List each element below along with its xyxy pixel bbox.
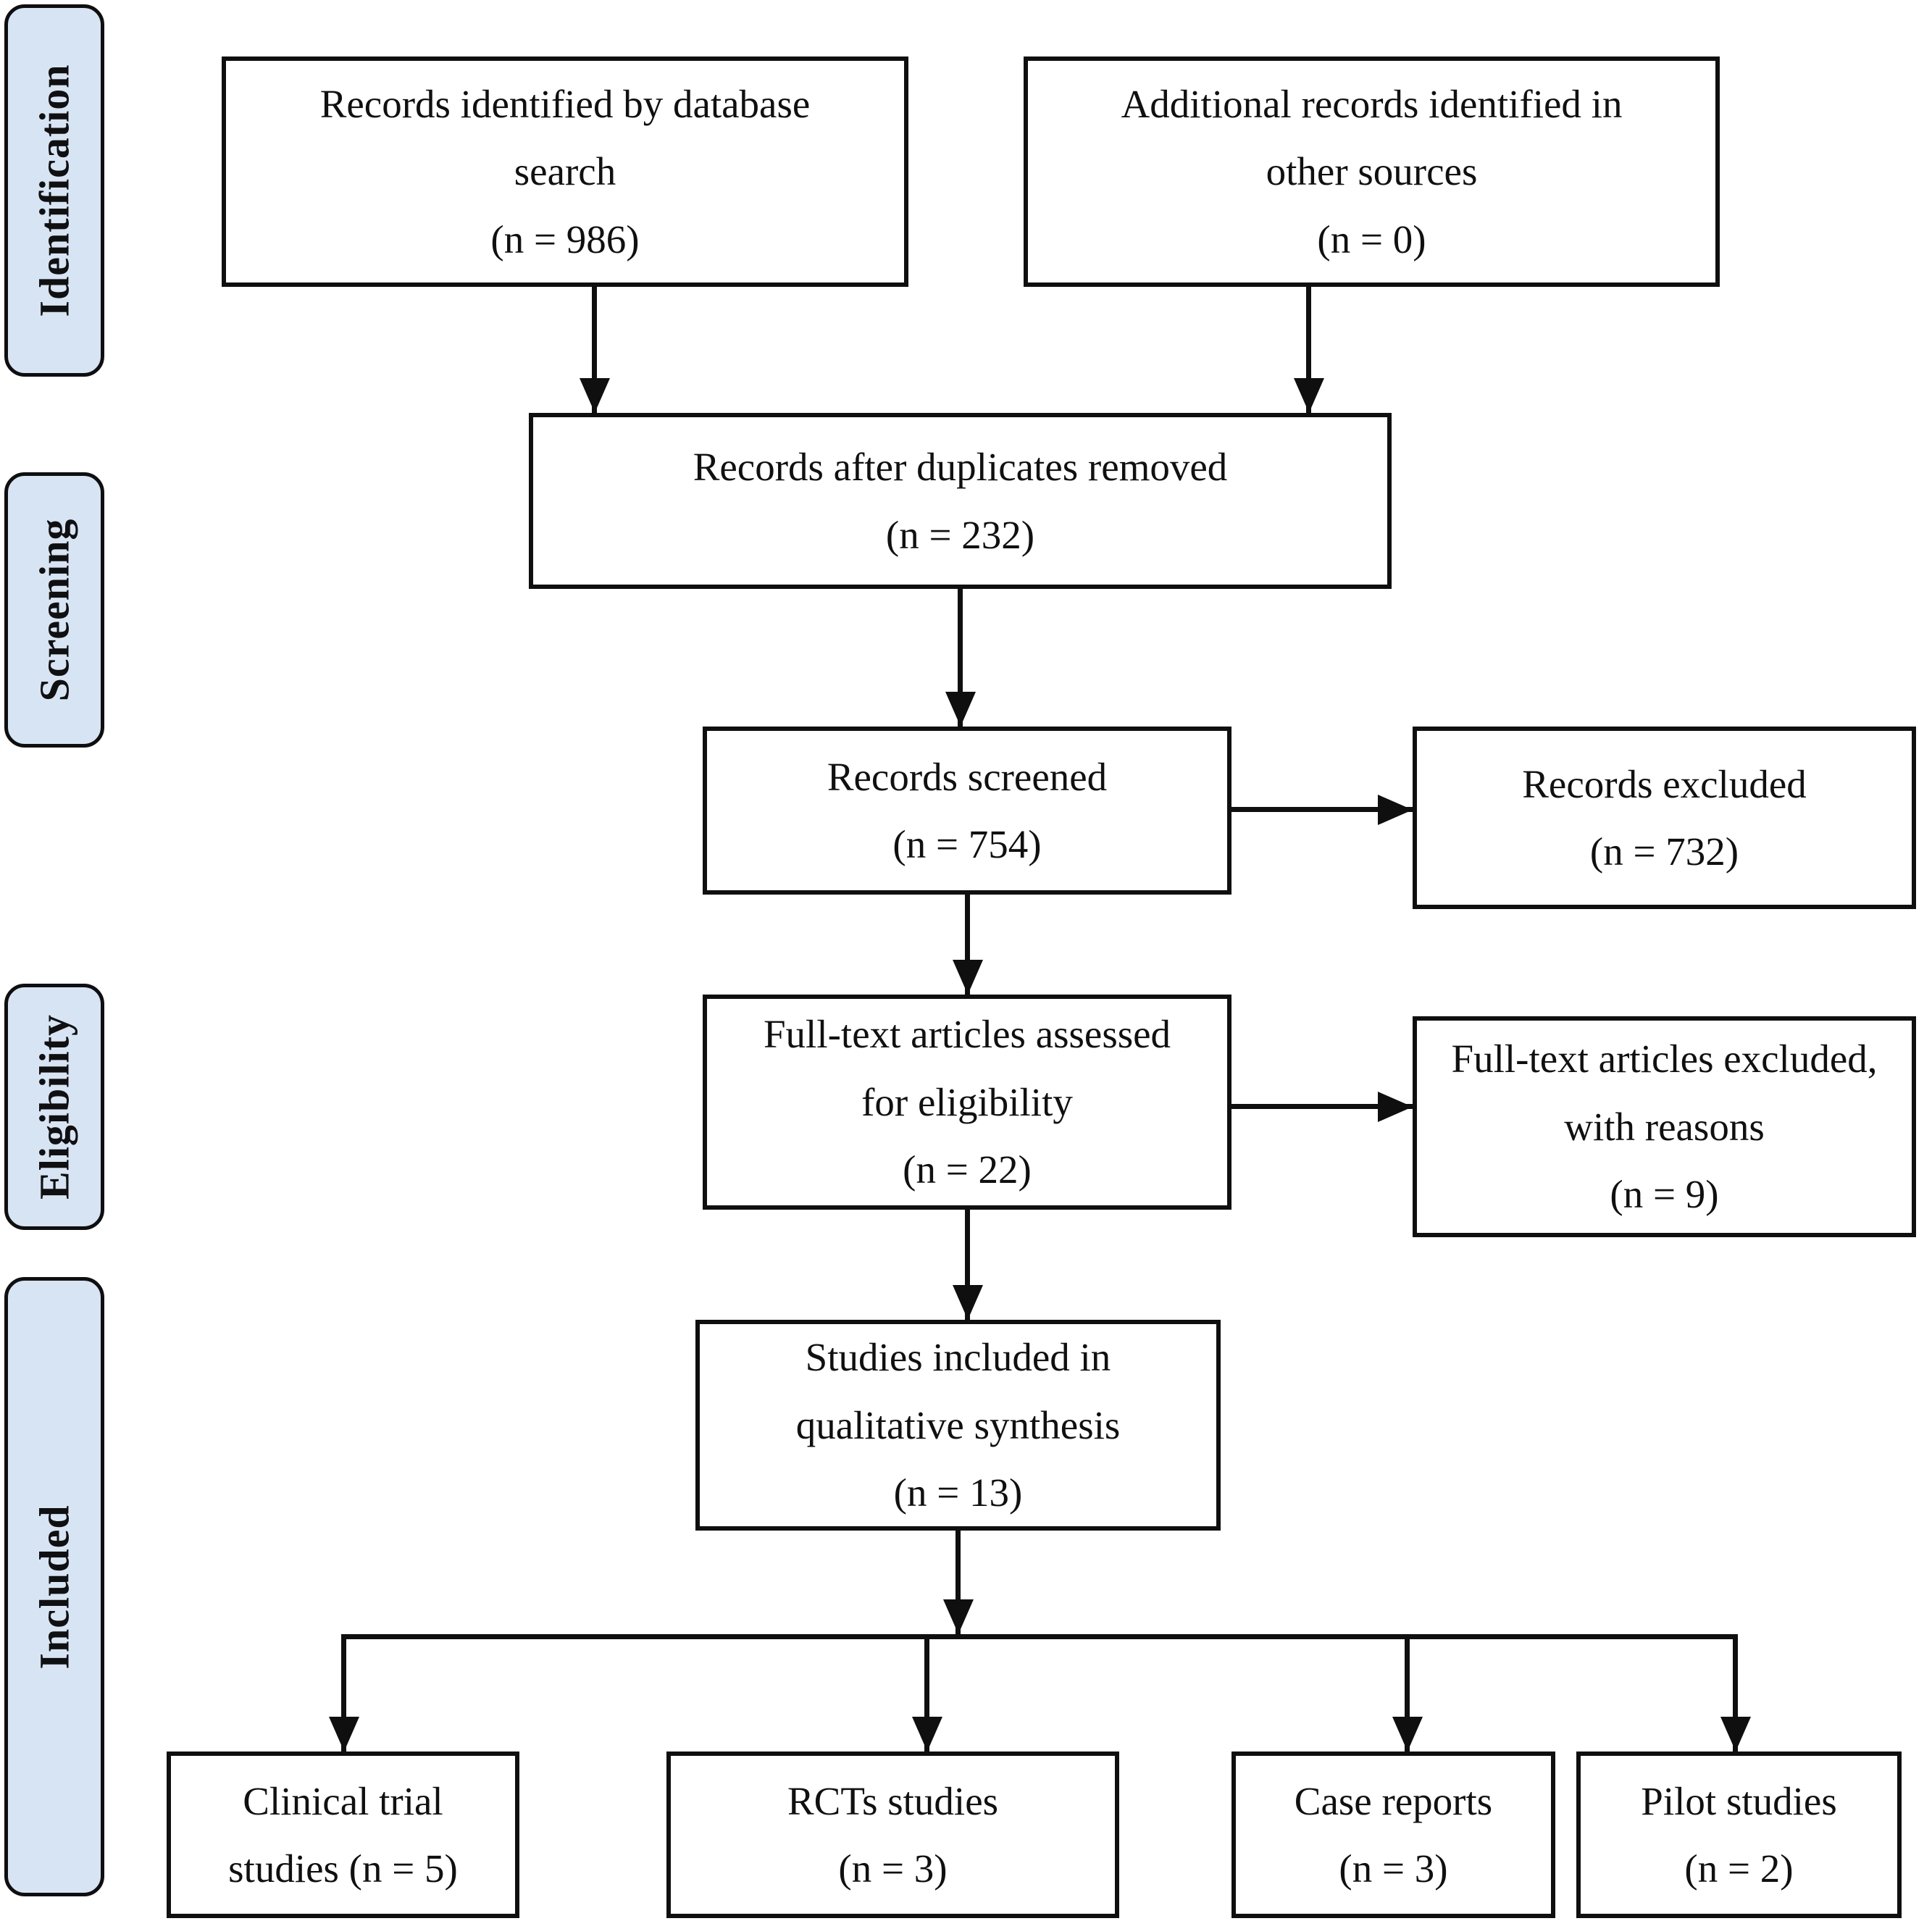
stage-included: Included bbox=[4, 1277, 104, 1896]
box-records-identified-text: Records identified by database search (n… bbox=[319, 81, 811, 261]
box-records-identified: Records identified by database search (n… bbox=[222, 56, 908, 287]
box-records-excluded-text: Records excluded (n = 732) bbox=[1522, 761, 1807, 874]
box-clinical-trial-studies: Clinical trial studies (n = 5) bbox=[167, 1752, 519, 1918]
arrow-duplicates-to-screened-icon bbox=[958, 589, 963, 727]
box-pilot-studies-text: Pilot studies (n = 2) bbox=[1641, 1778, 1837, 1891]
box-additional-records-text: Additional records identified in other s… bbox=[1121, 81, 1623, 261]
stage-label-eligibility: Eligibility bbox=[30, 1014, 78, 1200]
arrow-screened-to-excluded-icon bbox=[1231, 807, 1413, 812]
stage-label-included: Included bbox=[30, 1504, 78, 1670]
stage-eligibility: Eligibility bbox=[4, 984, 104, 1230]
arrow-identified-to-duplicates-icon bbox=[592, 287, 597, 413]
arrow-fulltext-to-fulltext-excluded-icon bbox=[1231, 1104, 1413, 1109]
box-additional-records: Additional records identified in other s… bbox=[1024, 56, 1720, 287]
arrow-additional-to-duplicates-icon bbox=[1306, 287, 1311, 413]
branch-distribution-line bbox=[343, 1634, 1738, 1639]
box-rcts-studies: RCTs studies (n = 3) bbox=[666, 1752, 1119, 1918]
arrow-screened-to-fulltext-icon bbox=[965, 895, 970, 995]
box-studies-included: Studies included in qualitative synthesi… bbox=[695, 1320, 1221, 1531]
arrow-branch-to-case-reports-icon bbox=[1405, 1634, 1410, 1752]
arrow-branch-to-pilot-icon bbox=[1733, 1634, 1738, 1752]
box-case-reports: Case reports (n = 3) bbox=[1231, 1752, 1555, 1918]
box-fulltext-assessed: Full-text articles assessed for eligibil… bbox=[703, 995, 1231, 1210]
box-duplicates-removed-text: Records after duplicates removed (n = 23… bbox=[693, 445, 1228, 557]
box-records-screened-text: Records screened (n = 754) bbox=[827, 754, 1108, 867]
box-fulltext-excluded: Full-text articles excluded, with reason… bbox=[1413, 1016, 1916, 1237]
arrow-fulltext-to-studies-icon bbox=[965, 1210, 970, 1320]
box-rcts-studies-text: RCTs studies (n = 3) bbox=[787, 1778, 999, 1891]
arrow-branch-to-rcts-icon bbox=[924, 1634, 929, 1752]
stage-screening: Screening bbox=[4, 472, 104, 748]
box-fulltext-excluded-text: Full-text articles excluded, with reason… bbox=[1451, 1037, 1878, 1217]
stage-label-identification: Identification bbox=[30, 64, 78, 317]
arrow-branch-to-clinical-icon bbox=[341, 1634, 346, 1752]
box-studies-included-text: Studies included in qualitative synthesi… bbox=[795, 1335, 1121, 1515]
box-records-excluded: Records excluded (n = 732) bbox=[1413, 727, 1916, 909]
box-duplicates-removed: Records after duplicates removed (n = 23… bbox=[529, 413, 1392, 589]
box-pilot-studies: Pilot studies (n = 2) bbox=[1576, 1752, 1902, 1918]
stage-identification: Identification bbox=[4, 4, 104, 377]
box-clinical-trial-studies-text: Clinical trial studies (n = 5) bbox=[228, 1778, 458, 1891]
stage-label-screening: Screening bbox=[30, 518, 78, 702]
box-records-screened: Records screened (n = 754) bbox=[703, 727, 1231, 895]
arrow-studies-to-branch-icon bbox=[955, 1531, 961, 1634]
box-case-reports-text: Case reports (n = 3) bbox=[1294, 1778, 1493, 1891]
box-fulltext-assessed-text: Full-text articles assessed for eligibil… bbox=[763, 1012, 1171, 1192]
